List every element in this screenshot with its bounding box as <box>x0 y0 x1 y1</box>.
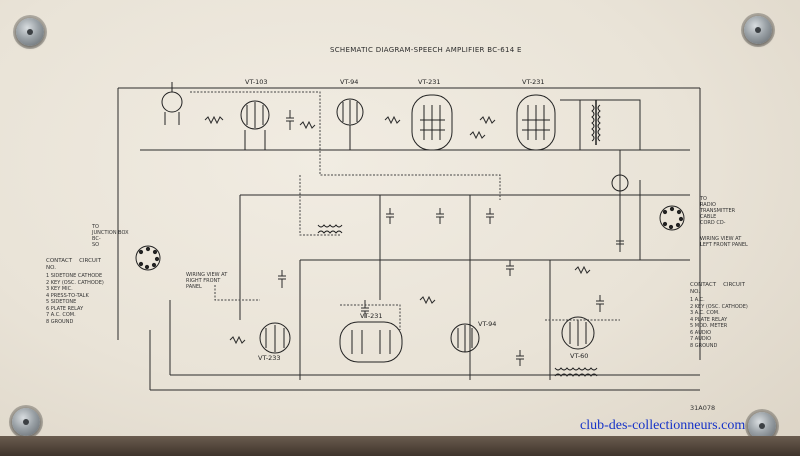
legend-left-item: 3 KEY MIC. <box>46 286 73 292</box>
screw-icon <box>16 18 44 46</box>
tube-vt103 <box>240 100 270 150</box>
legend-right-item: 5 MOD. METER <box>690 323 728 329</box>
legend-left-item: 5 SIDETONE <box>46 299 77 305</box>
tube-label-vt94: VT-94 <box>340 78 359 86</box>
legend-left-item: 1 SIDETONE CATHODE <box>46 273 103 279</box>
legend-left: CONTACT CIRCUIT NO. 1 SIDETONE CATHODE 2… <box>46 258 104 325</box>
schematic-title: SCHEMATIC DIAGRAM-SPEECH AMPLIFIER BC-61… <box>330 46 522 54</box>
tube-vt94-upper <box>336 98 364 150</box>
legend-left-item: 4 PRESS-TO-TALK <box>46 292 89 299</box>
screw-icon <box>12 408 40 436</box>
note-junction-box: TO JUNCTION BOX BC- SO <box>92 224 129 248</box>
tube-label-vt60: VT-60 <box>570 352 589 360</box>
tube-label-vt233: VT-233 <box>258 354 281 362</box>
watermark-text: club-des-collectionneurs.com <box>580 418 746 433</box>
legend-right-header: CONTACT CIRCUIT NO. <box>690 282 745 295</box>
note-wiring-right: WIRING VIEW AT LEFT FRONT PANEL <box>700 236 748 248</box>
legend-right-item: 2 KEY (OSC. CATHODE) <box>690 303 748 310</box>
screw-icon <box>748 412 776 440</box>
tube-vt231-lower <box>339 321 403 363</box>
legend-right-item: 1 A.C. <box>690 297 705 303</box>
legend-right: CONTACT CIRCUIT NO. 1 A.C. 2 KEY (OSC. C… <box>690 282 748 349</box>
legend-left-header: CONTACT CIRCUIT NO. <box>46 258 101 271</box>
mid-transformer <box>317 224 343 234</box>
tube-label-vt231-lower: VT-231 <box>360 312 383 320</box>
tube-vt94-lower <box>450 323 480 353</box>
tube-vt231-a <box>411 94 453 151</box>
legend-right-item: 6 AUDIO <box>690 329 712 336</box>
tube-label-vt231-b: VT-231 <box>522 78 545 86</box>
wood-frame-bottom <box>0 436 800 456</box>
output-transformer <box>591 100 601 145</box>
legend-left-item: 7 A.C. COM. <box>46 312 76 318</box>
note-radio-transmitter: TO RADIO TRANSMITTER CABLE CORD CD- <box>700 196 736 226</box>
legend-left-item: 8 GROUND <box>46 318 74 325</box>
meter-right <box>611 174 629 192</box>
tube-label-vt231-a: VT-231 <box>418 78 441 86</box>
legend-left-item: 2 KEY (OSC. CATHODE) <box>46 279 104 286</box>
tube-upper-left <box>161 82 183 125</box>
screw-icon <box>744 16 772 44</box>
tube-vt60 <box>561 316 595 350</box>
tube-vt231-b <box>516 94 556 151</box>
socket-right <box>659 205 685 231</box>
lower-transformer <box>554 367 598 377</box>
tube-label-vt94-lower: VT-94 <box>478 320 497 328</box>
part-number: 31A078 <box>690 404 716 412</box>
legend-right-item: 3 A.C. COM. <box>690 310 720 316</box>
legend-left-item: 6 PLATE RELAY <box>46 305 84 312</box>
note-wiring-left: WIRING VIEW AT RIGHT FRONT PANEL <box>186 272 228 290</box>
tube-vt233 <box>259 322 291 354</box>
tube-label-vt103: VT-103 <box>245 78 268 86</box>
socket-left <box>135 245 161 271</box>
legend-right-item: 8 GROUND <box>690 342 718 349</box>
legend-right-item: 4 PLATE RELAY <box>690 316 728 323</box>
legend-right-item: 7 AUDIO <box>690 336 712 342</box>
